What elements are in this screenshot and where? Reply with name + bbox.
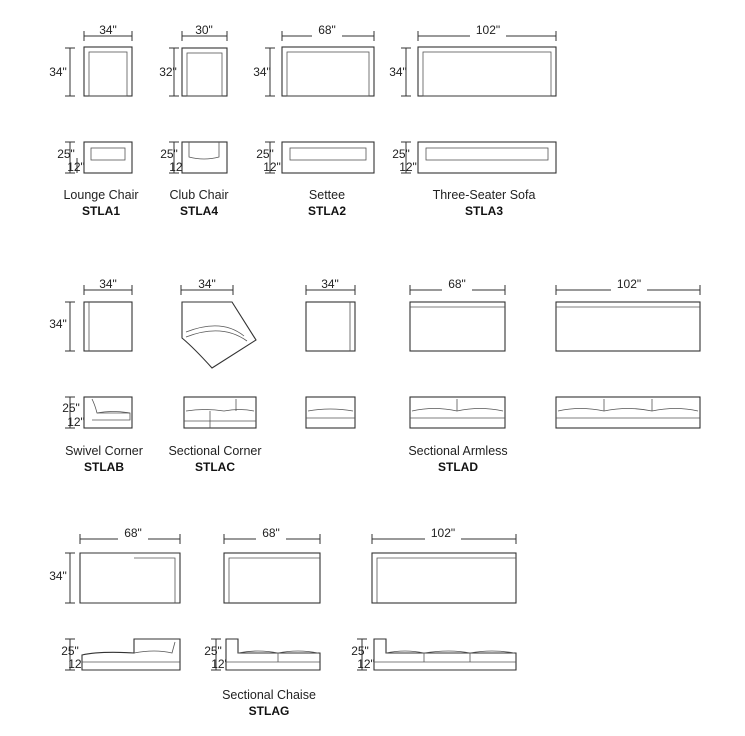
- chaise-middle-seat-height-label: 12": [211, 657, 229, 671]
- club-chair-depth-label: 32": [159, 65, 177, 79]
- caption-code: STLAC: [195, 460, 235, 474]
- sectional-armless-double-top-view: 68": [409, 277, 506, 352]
- settee-depth-label: 34": [253, 65, 271, 79]
- chaise-middle-height-label: 25": [204, 644, 222, 658]
- lounge-chair-height-label: 25": [57, 147, 75, 161]
- chaise-middle-front-view: 25" 12": [204, 638, 321, 671]
- lounge-chair-front-view: 25" 12": [57, 141, 133, 174]
- chaise-right-front-view: 25" 12": [351, 638, 517, 671]
- lounge-chair-width-label: 34": [99, 23, 117, 37]
- armless-single-front-view: [305, 396, 356, 429]
- caption-name: Club Chair: [169, 188, 228, 202]
- chaise-left-height-label: 25": [61, 644, 79, 658]
- caption-name: Three-Seater Sofa: [433, 188, 536, 202]
- club-chair-top-view: 30" 32": [159, 23, 228, 97]
- three-seater-sofa-top-view: 102" 34": [389, 23, 557, 97]
- three-seater-seat-height-label: 12": [399, 160, 417, 174]
- settee-front-view: 25" 12": [256, 141, 375, 174]
- caption-name: Settee: [309, 188, 345, 202]
- caption-name: Sectional Corner: [168, 444, 261, 458]
- swivel-corner-top-view: 34" 34": [49, 277, 133, 352]
- caption-code: STLA4: [180, 204, 218, 218]
- caption-name: Swivel Corner: [65, 444, 143, 458]
- sectional-corner-top-view: 34": [180, 277, 257, 369]
- caption-code: STLA1: [82, 204, 120, 218]
- three-seater-width-label: 102": [476, 23, 500, 37]
- chaise-right-width-label: 102": [431, 526, 455, 540]
- lounge-chair-seat-height-label: 12": [67, 160, 85, 174]
- three-seater-sofa-front-view: 25" 12": [392, 141, 557, 174]
- lounge-chair-top-view: 34" 34": [49, 23, 133, 97]
- club-chair-height-label: 25": [160, 147, 178, 161]
- club-chair-front-view: 25" 12": [160, 141, 228, 174]
- chaise-left-top-view: 68" 34": [49, 526, 181, 604]
- chaise-left-front-view: 25" 12": [61, 638, 181, 671]
- armless-triple-width-label: 102": [617, 277, 641, 291]
- sectional-armless-single-top-view: 34": [305, 277, 356, 352]
- sectional-corner-width-label: 34": [198, 277, 216, 291]
- three-seater-height-label: 25": [392, 147, 410, 161]
- chaise-left-seat-height-label: 12": [68, 657, 86, 671]
- settee-height-label: 25": [256, 147, 274, 161]
- caption-name: Sectional Chaise: [222, 688, 316, 702]
- armless-double-front-view: [409, 396, 506, 429]
- lounge-chair-depth-label: 34": [49, 65, 67, 79]
- swivel-corner-front-view: 25" 12": [62, 396, 133, 429]
- club-chair-width-label: 30": [195, 23, 213, 37]
- chaise-left-depth-label: 34": [49, 569, 67, 583]
- swivel-corner-depth-label: 34": [49, 317, 67, 331]
- chaise-left-width-label: 68": [124, 526, 142, 540]
- caption-code: STLAD: [438, 460, 478, 474]
- chaise-right-top-view: 102": [371, 526, 517, 604]
- armless-triple-front-view: [555, 396, 701, 429]
- caption-code: STLAB: [84, 460, 124, 474]
- caption-code: STLA3: [465, 204, 503, 218]
- three-seater-depth-label: 34": [389, 65, 407, 79]
- caption-code: STLAG: [249, 704, 290, 718]
- swivel-corner-seat-height-label: 12": [67, 415, 85, 429]
- chaise-right-seat-height-label: 12": [357, 657, 375, 671]
- caption-name: Sectional Armless: [408, 444, 507, 458]
- caption-code: STLA2: [308, 204, 346, 218]
- swivel-corner-height-label: 25": [62, 401, 80, 415]
- armless-double-width-label: 68": [448, 277, 466, 291]
- chaise-middle-top-view: 68": [223, 526, 321, 604]
- caption-name: Lounge Chair: [63, 188, 138, 202]
- settee-seat-height-label: 12": [263, 160, 281, 174]
- chaise-right-height-label: 25": [351, 644, 369, 658]
- sectional-armless-triple-top-view: 102": [555, 277, 701, 352]
- settee-top-view: 68" 34": [253, 23, 375, 97]
- armless-single-width-label: 34": [321, 277, 339, 291]
- settee-width-label: 68": [318, 23, 336, 37]
- sectional-corner-front-view: [183, 396, 257, 429]
- swivel-corner-width-label: 34": [99, 277, 117, 291]
- chaise-middle-width-label: 68": [262, 526, 280, 540]
